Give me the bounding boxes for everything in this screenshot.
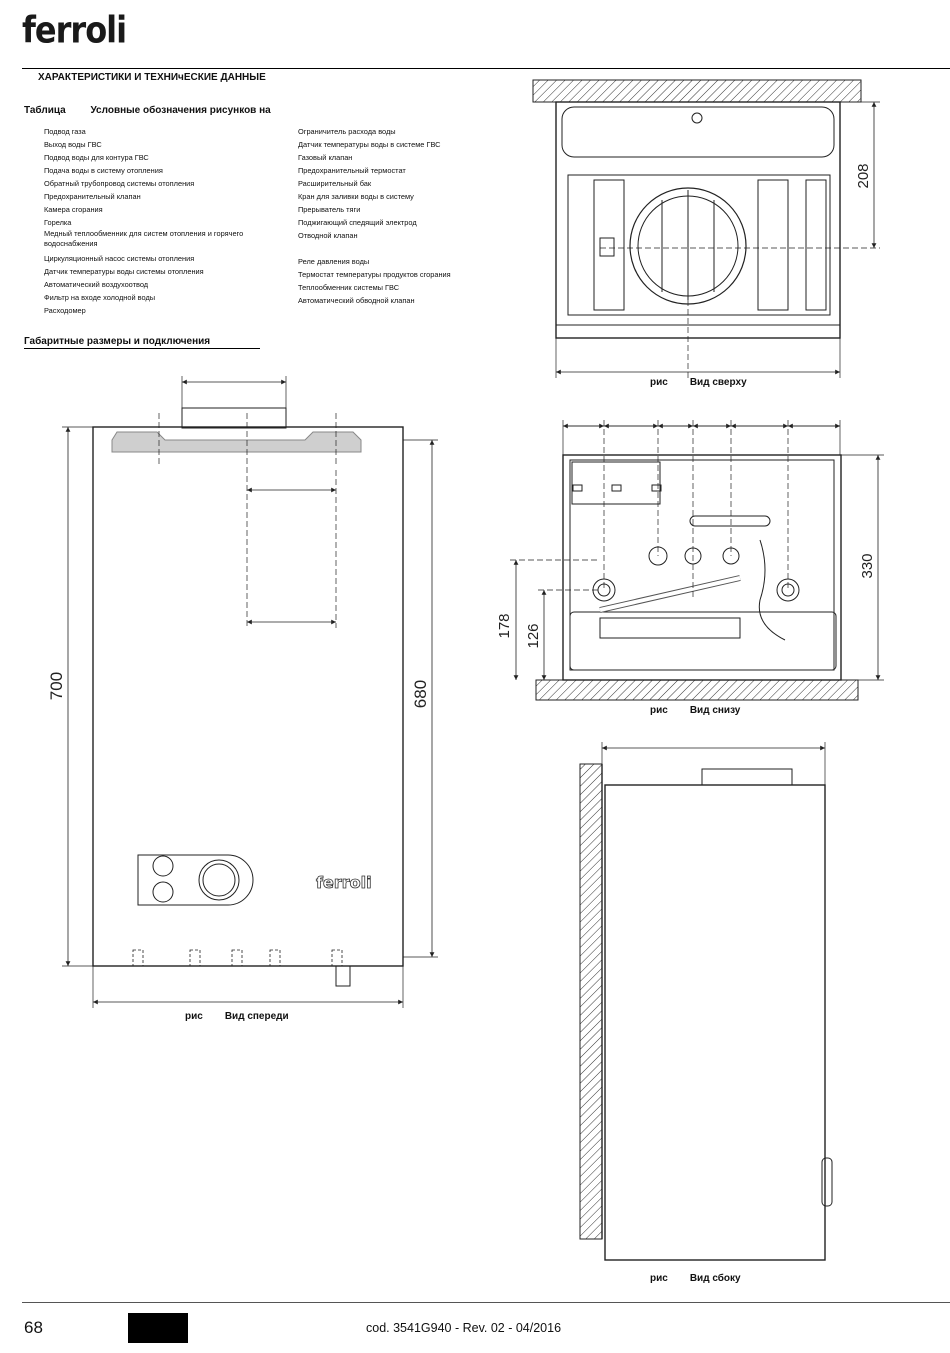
legend-item: Предохранительный клапан bbox=[44, 192, 141, 201]
side-wall-hatch bbox=[579, 763, 603, 1240]
side-view-outline bbox=[604, 784, 826, 1261]
top-view-dim-208: 208 bbox=[855, 163, 872, 188]
front-view-knob-1 bbox=[152, 855, 174, 877]
legend-item: Обратный трубопровод системы отопления bbox=[44, 179, 195, 188]
bottom-view-panel bbox=[569, 611, 837, 671]
bottom-view-caption: рис Вид снизу bbox=[650, 705, 740, 716]
legend-item: Камера сгорания bbox=[44, 205, 103, 214]
legend-item: Термостат температуры продуктов сгорания bbox=[298, 270, 451, 279]
figure-label: рис bbox=[650, 1273, 668, 1284]
legend-item: Подвод газа bbox=[44, 127, 86, 136]
top-view-drawing bbox=[532, 79, 880, 378]
legend-item: Теплообменник системы ГВС bbox=[298, 283, 400, 292]
table-label: Таблица bbox=[24, 105, 66, 116]
top-view-right-exchanger bbox=[757, 179, 789, 311]
legend-item: Прерыватель тяги bbox=[298, 205, 361, 214]
front-view-dim-700: 700 bbox=[47, 672, 66, 700]
legend-item: Автоматический обводной клапан bbox=[298, 296, 415, 305]
side-view-panel bbox=[821, 1157, 833, 1207]
front-view-flue-collar bbox=[181, 407, 287, 429]
legend-item: Реле давления воды bbox=[298, 257, 370, 266]
top-view-left-exchanger bbox=[593, 179, 625, 311]
footer-black-block bbox=[128, 1313, 188, 1343]
bottom-view-bar bbox=[599, 617, 741, 639]
legend-item: Расширительный бак bbox=[298, 179, 372, 188]
front-view-panel-logo: ferroli bbox=[316, 873, 372, 892]
section-title: ХАРАКТЕРИСТИКИ И ТЕХНИчЕСКИЕ ДАННЫЕ bbox=[38, 72, 266, 83]
legend-item: Ограничитель расхода воды bbox=[298, 127, 396, 136]
legend-item: Отводной клапан bbox=[298, 231, 358, 240]
figure-label: рис bbox=[185, 1011, 203, 1022]
front-view-connections bbox=[132, 949, 343, 967]
top-view-side-pipes bbox=[805, 179, 827, 311]
front-view-caption: рис Вид спереди bbox=[185, 1011, 289, 1022]
legend-item: Датчик температуры воды в системе ГВС bbox=[298, 140, 441, 149]
side-view-flue bbox=[701, 768, 793, 786]
figure-label: рис bbox=[650, 377, 668, 388]
legend-right-column: Ограничитель расхода воды Датчик темпера… bbox=[298, 125, 528, 307]
bottom-wall-hatch bbox=[535, 679, 859, 701]
bottom-view-outline bbox=[562, 454, 842, 681]
front-view-drain bbox=[335, 965, 351, 987]
top-wall-hatch bbox=[532, 79, 862, 103]
top-view-caption: рис Вид сверху bbox=[650, 377, 747, 388]
legend-heading: Таблица Условные обозначения рисунков на bbox=[24, 105, 271, 116]
front-view-knob-2 bbox=[152, 881, 174, 903]
legend-item: Предохранительный термостат bbox=[298, 166, 406, 175]
front-view-drawing bbox=[62, 376, 438, 1008]
legend-item: Циркуляционный насос системы отопления bbox=[44, 254, 195, 263]
front-view-gauge bbox=[198, 859, 240, 901]
legend-item: Выход воды ГВС bbox=[44, 140, 102, 149]
legend-item: Подача воды в систему отопления bbox=[44, 166, 163, 175]
legend-item: Расходомер bbox=[44, 306, 86, 315]
top-view-outline bbox=[555, 101, 841, 339]
figure-caption: Вид сверху bbox=[689, 377, 747, 388]
legend-item: Поджигающий спедящий электрод bbox=[298, 218, 417, 227]
side-view-caption: рис Вид сбоку bbox=[650, 1273, 741, 1284]
figure-caption: Вид сбоку bbox=[689, 1273, 741, 1284]
bottom-view-box bbox=[571, 461, 661, 505]
front-view-control-panel bbox=[137, 854, 254, 906]
dimensions-title: Габаритные размеры и подключения bbox=[24, 336, 211, 347]
legend-left-column: Подвод газа Выход воды ГВС Подвод воды д… bbox=[44, 125, 269, 317]
bottom-view-dim-126: 126 bbox=[525, 623, 542, 648]
bottom-view-drawing bbox=[510, 420, 884, 701]
legend-item: Горелка bbox=[44, 218, 72, 227]
front-view-outline bbox=[92, 426, 404, 967]
legend-item: Датчик температуры воды системы отоплени… bbox=[44, 267, 204, 276]
document-code: cod. 3541G940 - Rev. 02 - 04/2016 bbox=[366, 1321, 562, 1335]
top-view-valve bbox=[599, 237, 615, 257]
figure-caption: Вид спереди bbox=[224, 1011, 289, 1022]
bottom-view-dim-178: 178 bbox=[496, 613, 513, 638]
top-view-flue-marker bbox=[691, 112, 703, 124]
top-view-hood bbox=[561, 106, 835, 158]
legend-item: Автоматический воздухоотвод bbox=[44, 280, 149, 289]
page-number: 68 bbox=[24, 1318, 43, 1337]
bottom-view-dim-330: 330 bbox=[859, 553, 876, 578]
legend-item: Медный теплообменник для систем отоплени… bbox=[44, 229, 244, 248]
legend-item: Кран для заливки воды в систему bbox=[298, 192, 414, 201]
side-view-drawing bbox=[579, 742, 833, 1261]
top-view-body bbox=[567, 174, 831, 316]
header-rule bbox=[22, 68, 950, 69]
dimensions-title-underline bbox=[24, 348, 260, 349]
footer-rule bbox=[22, 1302, 950, 1303]
legend-item: Газовый клапан bbox=[298, 153, 353, 162]
legend-item: Подвод воды для контура ГВС bbox=[44, 153, 149, 162]
front-view-bracket bbox=[111, 431, 362, 453]
legend-item: Фильтр на входе холодной воды bbox=[44, 293, 156, 302]
figure-label: рис bbox=[650, 705, 668, 716]
figure-caption: Вид снизу bbox=[689, 705, 741, 716]
front-view-dim-680: 680 bbox=[411, 680, 430, 708]
legend-title: Условные обозначения рисунков на bbox=[90, 105, 271, 116]
ferroli-logo: ferroli bbox=[22, 8, 127, 52]
